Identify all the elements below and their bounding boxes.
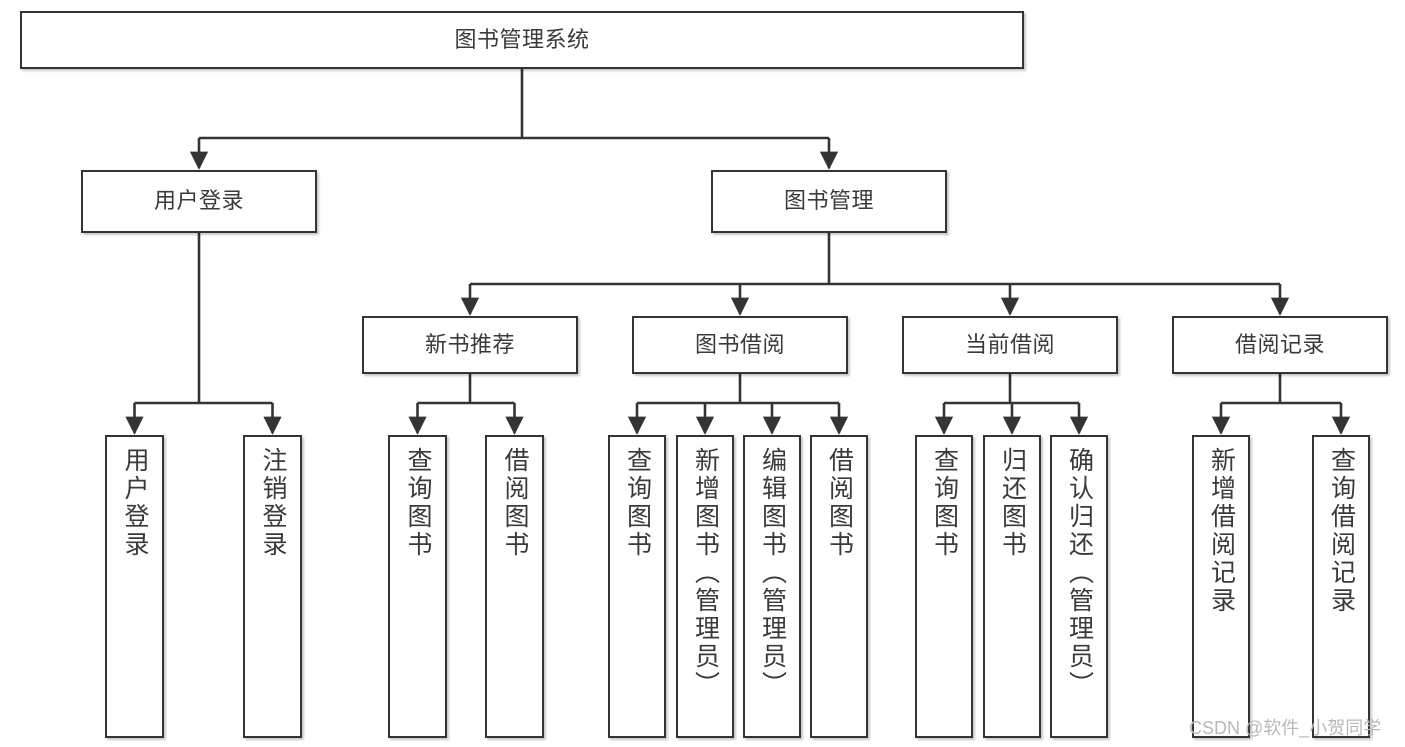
csdn-watermark: CSDN @软件_小贺同学 [1189,718,1382,738]
leaf-add-borrow-record-label: 新增借阅记录 [1207,447,1236,615]
leaf-user-login[interactable]: 用户登录 [105,435,164,738]
node-root-label: 图书管理系统 [454,26,590,52]
leaf-add-borrow-record[interactable]: 新增借阅记录 [1192,435,1250,738]
leaf-query-book-borrow[interactable]: 查询图书 [608,435,666,738]
node-book-borrow-label: 图书借阅 [694,331,785,357]
leaf-query-book-current[interactable]: 查询图书 [915,435,973,738]
leaf-query-book-new[interactable]: 查询图书 [388,435,447,738]
leaf-confirm-return-admin[interactable]: 确认归还（管理员） [1050,435,1108,738]
leaf-query-book-current-label: 查询图书 [930,447,959,559]
leaf-query-borrow-record-label: 查询借阅记录 [1327,447,1356,615]
node-borrow-record-label: 借阅记录 [1234,331,1325,357]
node-book-borrow[interactable]: 图书借阅 [632,316,848,374]
node-user-login-label: 用户登录 [153,188,244,214]
leaf-user-login-label: 用户登录 [121,447,149,559]
leaf-return-book[interactable]: 归还图书 [983,435,1041,738]
leaf-confirm-return-admin-label: 确认归还（管理员） [1065,447,1094,699]
leaf-borrow-book-label: 借阅图书 [825,447,854,559]
node-root[interactable]: 图书管理系统 [20,11,1024,69]
leaf-edit-book-admin-label: 编辑图书（管理员） [758,447,787,699]
leaf-borrow-book-new-label: 借阅图书 [501,447,529,559]
leaf-query-book-new-label: 查询图书 [404,447,432,559]
node-new-book-recommend[interactable]: 新书推荐 [362,316,578,374]
node-user-login[interactable]: 用户登录 [81,170,317,233]
node-current-borrow[interactable]: 当前借阅 [902,316,1118,374]
leaf-add-book-admin[interactable]: 新增图书（管理员） [676,435,734,738]
leaf-borrow-book[interactable]: 借阅图书 [810,435,868,738]
node-book-management[interactable]: 图书管理 [711,170,947,233]
leaf-logout-label: 注销登录 [259,447,287,559]
leaf-logout[interactable]: 注销登录 [243,435,302,738]
leaf-add-book-admin-label: 新增图书（管理员） [691,447,720,699]
node-current-borrow-label: 当前借阅 [964,331,1055,357]
leaf-edit-book-admin[interactable]: 编辑图书（管理员） [743,435,801,738]
node-new-book-recommend-label: 新书推荐 [424,331,515,357]
leaf-return-book-label: 归还图书 [998,447,1027,559]
leaf-query-book-borrow-label: 查询图书 [623,447,652,559]
leaf-borrow-book-new[interactable]: 借阅图书 [485,435,544,738]
node-borrow-record[interactable]: 借阅记录 [1172,316,1388,374]
node-book-management-label: 图书管理 [783,188,874,214]
leaf-query-borrow-record[interactable]: 查询借阅记录 [1312,435,1370,738]
